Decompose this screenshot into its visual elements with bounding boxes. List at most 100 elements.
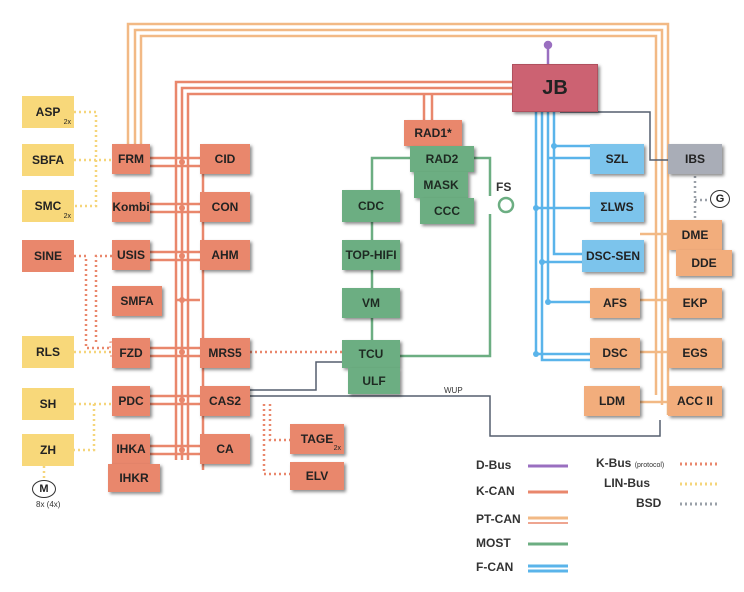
asp-count: 2x — [63, 119, 71, 126]
dde-module: DDE — [676, 250, 732, 276]
sh-module: SH — [22, 388, 74, 420]
lws-module: ΣLWS — [590, 192, 644, 222]
wup-label: WUP — [444, 386, 463, 395]
kombi-module: Kombi — [112, 192, 150, 222]
lin-bus-lines — [42, 110, 112, 480]
dme-label: DME — [681, 228, 709, 242]
dme-module: DME — [668, 220, 722, 250]
legend-bsd: BSD — [636, 496, 662, 510]
f-can-lines — [534, 110, 590, 362]
mask-label: MASK — [423, 178, 459, 192]
k-can-lines — [128, 80, 512, 470]
jb-label: JB — [542, 76, 568, 99]
egs-module: EGS — [668, 338, 722, 368]
ca-label: CA — [216, 442, 234, 456]
ihkr-label: IHKR — [119, 471, 149, 485]
ibs-module: IBS — [668, 144, 722, 174]
tage-label: TAGE — [300, 432, 334, 446]
rls-label: RLS — [36, 345, 60, 359]
top-hifi-label: TOP-HIFI — [345, 248, 397, 262]
ulf-label: ULF — [362, 374, 386, 388]
cdc-module: CDC — [342, 190, 400, 222]
szl-module: SZL — [590, 144, 644, 174]
d-bus-line — [543, 40, 553, 64]
pdc-module: PDC — [112, 386, 150, 416]
smc-label: SMC — [34, 199, 62, 213]
frm-module: FRM — [112, 144, 150, 174]
jb-module: JB — [512, 64, 598, 112]
afs-label: AFS — [603, 296, 627, 310]
top-hifi-module: TOP-HIFI — [342, 240, 400, 270]
k-bus-lines — [74, 254, 344, 476]
acc-module: ACC II — [668, 386, 722, 416]
ulf-module: ULF — [348, 368, 400, 394]
vm-label: VM — [362, 296, 380, 310]
sine-module: SINE — [22, 240, 74, 272]
con-label: CON — [211, 200, 239, 214]
ldm-module: LDM — [584, 386, 640, 416]
legend-lin-bus: LIN-Bus — [604, 476, 650, 490]
tcu-module: TCU — [342, 340, 400, 368]
cas2-module: CAS2 — [200, 386, 250, 416]
legend-d-bus: D-Bus — [476, 458, 512, 472]
elv-module: ELV — [290, 462, 344, 490]
sh-label: SH — [39, 397, 57, 411]
ca-module: CA — [200, 434, 250, 464]
ekp-label: EKP — [682, 296, 708, 310]
fs-label: FS — [496, 180, 512, 194]
legend-k-bus-label: K-Bus — [596, 456, 632, 470]
mrs5-module: MRS5 — [200, 338, 250, 368]
ahm-module: AHM — [200, 240, 250, 270]
f-can-junctions — [533, 143, 557, 357]
motor-icon: M — [32, 480, 56, 498]
motor-note: 8x (4x) — [36, 500, 61, 509]
ldm-label: LDM — [599, 394, 625, 408]
legend-most: MOST — [476, 536, 511, 550]
ihkr-module: IHKR — [108, 464, 160, 492]
rad2-module: RAD2 — [410, 146, 474, 172]
mask-module: MASK — [414, 172, 468, 198]
dde-label: DDE — [691, 256, 717, 270]
smfa-module: SMFA — [112, 286, 162, 316]
generator-label: G — [715, 193, 725, 205]
ccc-module: CCC — [420, 198, 474, 224]
ccc-label: CCC — [434, 204, 460, 218]
cid-module: CID — [200, 144, 250, 174]
dsc-label: DSC — [602, 346, 628, 360]
cas2-label: CAS2 — [208, 394, 241, 408]
legend-k-can: K-CAN — [476, 484, 515, 498]
vm-module: VM — [342, 288, 400, 318]
ihka-label: IHKA — [116, 442, 146, 456]
con-module: CON — [200, 192, 250, 222]
asp-label: ASP — [35, 105, 61, 119]
legend-k-bus: K-Bus (protocol) — [596, 456, 664, 470]
ihka-module: IHKA — [112, 434, 150, 464]
frm-label: FRM — [118, 152, 144, 166]
rad1-label: RAD1* — [414, 126, 452, 140]
dsc-sen-module: DSC-SEN — [582, 240, 644, 272]
zh-label: ZH — [40, 443, 56, 457]
pdc-label: PDC — [118, 394, 144, 408]
legend-pt-can: PT-CAN — [476, 512, 521, 526]
elv-label: ELV — [305, 469, 329, 483]
sbfa-module: SBFA — [22, 144, 74, 176]
zh-module: ZH — [22, 434, 74, 466]
legend-k-bus-note: (protocol) — [634, 462, 665, 469]
sbfa-label: SBFA — [31, 153, 64, 167]
power-lines — [246, 111, 668, 437]
rls-module: RLS — [22, 336, 74, 368]
ahm-label: AHM — [211, 248, 239, 262]
sine-label: SINE — [33, 249, 62, 263]
acc-label: ACC II — [677, 394, 713, 408]
smfa-label: SMFA — [120, 294, 154, 308]
kombi-label: Kombi — [112, 200, 150, 214]
pt-can-lines — [126, 22, 670, 415]
generator-icon: G — [710, 190, 730, 208]
afs-module: AFS — [590, 288, 640, 318]
legend-lines — [528, 462, 720, 573]
